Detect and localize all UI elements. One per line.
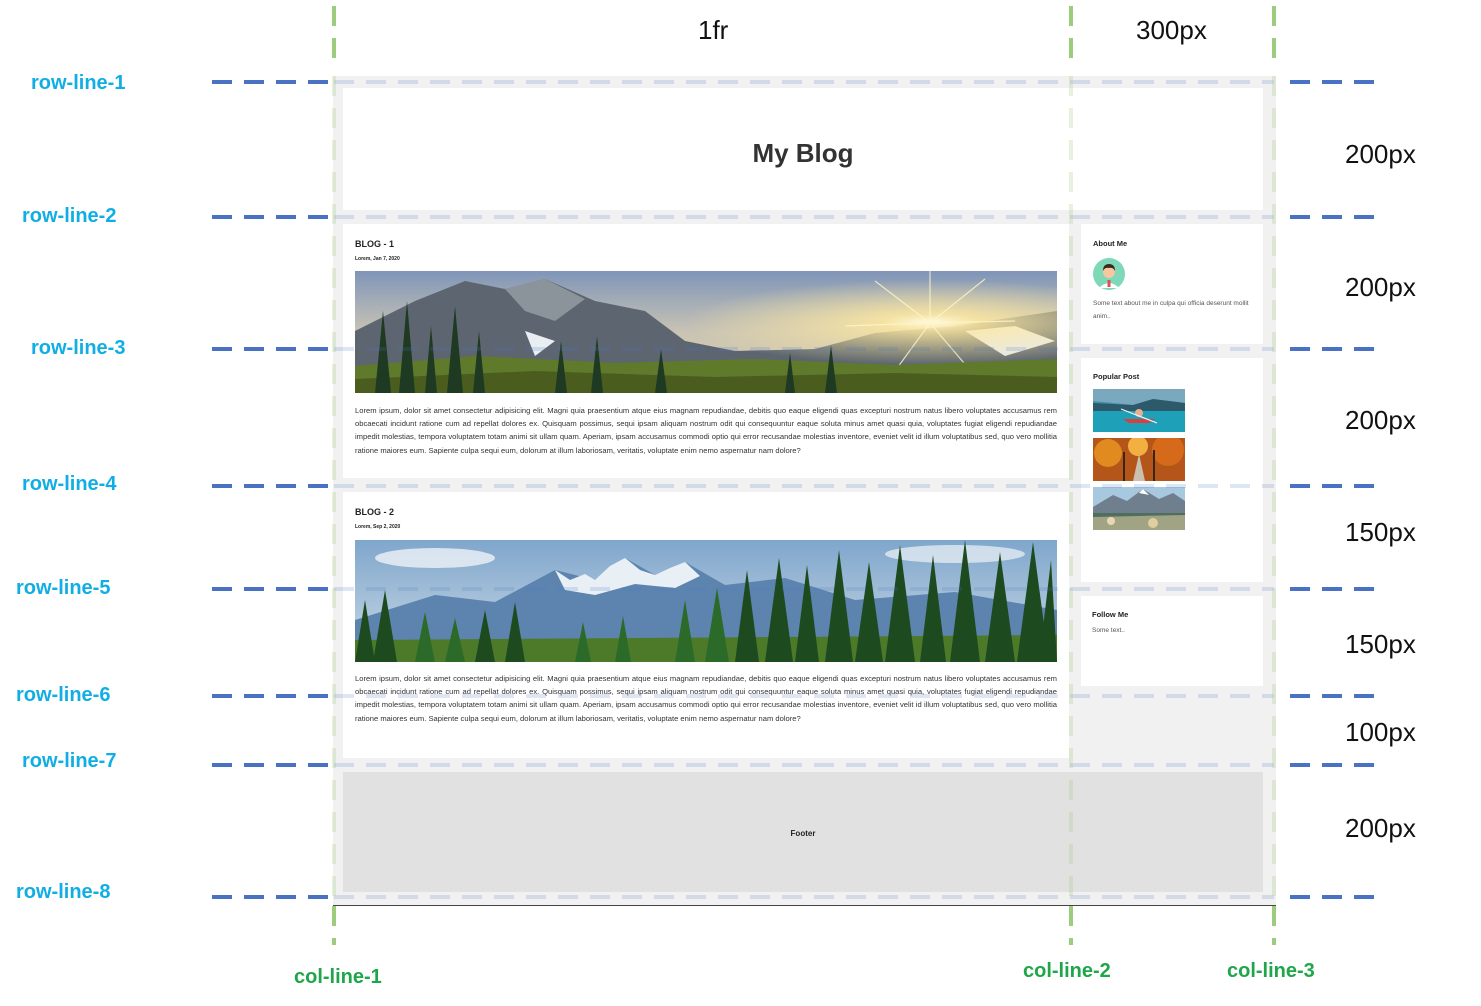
follow-me-widget: Follow Me Some text.. — [1081, 596, 1263, 686]
footer-text: Footer — [790, 829, 816, 838]
row-line-label: row-line-2 — [22, 205, 117, 227]
post-body: Lorem ipsum, dolor sit amet consectetur … — [355, 406, 1057, 455]
about-me-text: Some text about me in culpa qui officia … — [1093, 300, 1249, 320]
row-track-size: 150px — [1345, 517, 1416, 547]
site-title: My Blog — [752, 138, 854, 168]
row-line-label: row-line-1 — [31, 72, 126, 94]
row-line-label: row-line-5 — [16, 577, 111, 599]
alpine-lake-thumbnail[interactable] — [1093, 487, 1185, 530]
about-me-title: About Me — [1093, 239, 1128, 248]
blog-post: BLOG - 1 Lorem, Jan 7, 2020 — [343, 224, 1069, 478]
site-header: My Blog — [343, 88, 1263, 210]
row-track-size: 200px — [1345, 272, 1416, 302]
post-date: Lorem, Jan 7, 2020 — [355, 256, 400, 262]
col-line-label: col-line-3 — [1227, 960, 1315, 982]
follow-me-title: Follow Me — [1092, 610, 1129, 619]
row-line-label: row-line-8 — [16, 881, 111, 903]
post-title: BLOG - 1 — [355, 239, 395, 249]
row-track-size: 200px — [1345, 139, 1416, 169]
row-track-size: 200px — [1345, 813, 1416, 843]
mountain-sunset-image — [355, 271, 1057, 393]
col-line-label: col-line-2 — [1023, 960, 1111, 982]
column-track-size: 300px — [1136, 15, 1207, 45]
lake-kayak-thumbnail[interactable] — [1093, 389, 1185, 432]
row-track-size: 100px — [1345, 717, 1416, 747]
row-line-label: row-line-6 — [16, 684, 111, 706]
avatar-icon — [1093, 258, 1125, 290]
blog-post: BLOG - 2 Lorem, Sep 2, 2020 — [343, 492, 1069, 758]
follow-me-text: Some text.. — [1092, 627, 1125, 634]
post-date: Lorem, Sep 2, 2020 — [355, 524, 401, 530]
post-title: BLOG - 2 — [355, 507, 395, 517]
pine-forest-mountains-image — [355, 540, 1057, 662]
popular-post-title: Popular Post — [1093, 372, 1140, 381]
page-bottom-border — [333, 905, 1276, 906]
row-line-label: row-line-3 — [31, 337, 126, 359]
row-line-label: row-line-4 — [22, 473, 117, 495]
row-track-size: 200px — [1345, 405, 1416, 435]
column-track-size: 1fr — [698, 15, 729, 45]
site-footer: Footer — [343, 772, 1263, 892]
post-body: Lorem ipsum, dolor sit amet consectetur … — [355, 674, 1057, 723]
row-track-size: 150px — [1345, 629, 1416, 659]
about-me-widget: About Me Some text about me in culpa qui… — [1081, 224, 1263, 344]
popular-post-widget: Popular Post — [1081, 358, 1263, 582]
row-line-label: row-line-7 — [22, 750, 117, 772]
col-line-label: col-line-1 — [294, 966, 382, 988]
autumn-road-thumbnail[interactable] — [1093, 438, 1185, 481]
